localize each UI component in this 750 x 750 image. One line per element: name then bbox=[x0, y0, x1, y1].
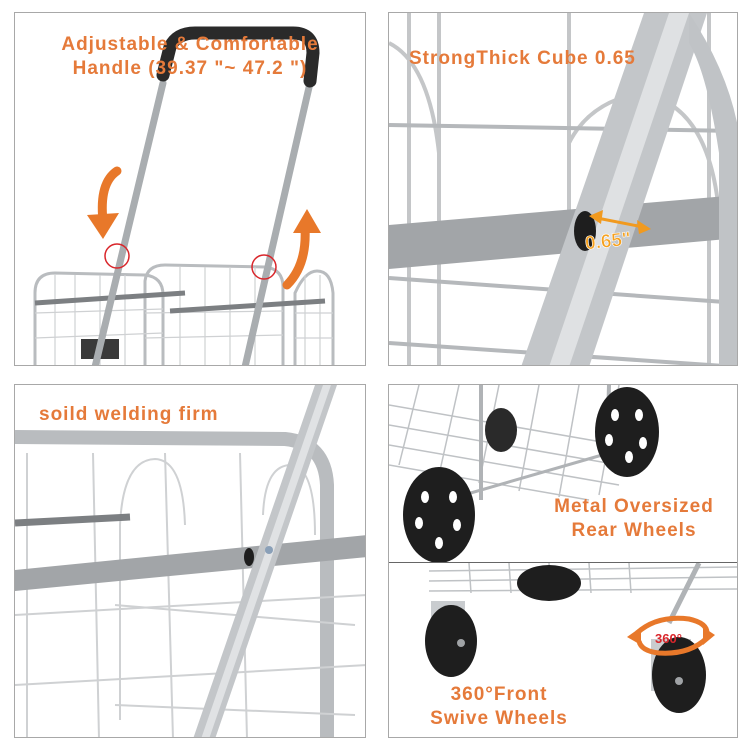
rotate-360-arrow-icon bbox=[627, 615, 715, 656]
caption-line: Swive Wheels bbox=[430, 707, 568, 729]
rotate-up-arrow-icon bbox=[282, 209, 321, 290]
rotation-label: 360° bbox=[655, 631, 682, 646]
subpanel-rear-wheels: Metal Oversized Rear Wheels bbox=[389, 385, 737, 562]
handle-caption: Adjustable & Comfortable Handle (39.37 "… bbox=[15, 33, 365, 81]
welding-illustration bbox=[15, 385, 365, 737]
subpanel-front-wheels: 360° 360°Front Swive Wheels bbox=[389, 563, 737, 737]
panel-strong-tube: 0.65" StrongThick Cube 0.65 bbox=[388, 12, 738, 366]
caption-line: 360°Front bbox=[450, 684, 548, 705]
caption-line: Adjustable & Comfortable bbox=[61, 34, 319, 55]
caption-line: Rear Wheels bbox=[571, 519, 697, 541]
panel-adjustable-handle: Adjustable & Comfortable Handle (39.37 "… bbox=[14, 12, 366, 366]
caption-line: StrongThick Cube 0.65 bbox=[409, 48, 636, 69]
caption-line: soild welding firm bbox=[39, 404, 219, 425]
highlight-circle-icon bbox=[104, 243, 130, 269]
welding-caption: soild welding firm bbox=[39, 403, 219, 427]
measurement-label: 0.65" bbox=[584, 229, 632, 255]
panel-solid-welding: soild welding firm bbox=[14, 384, 366, 738]
subpanel-divider bbox=[389, 562, 737, 563]
front-wheels-caption: 360°Front Swive Wheels bbox=[399, 683, 599, 731]
handle-illustration bbox=[33, 26, 335, 365]
rear-wheels-caption: Metal Oversized Rear Wheels bbox=[529, 495, 737, 543]
caption-line: Handle (39.37 "~ 47.2 ") bbox=[72, 57, 308, 79]
tube-illustration: 0.65" bbox=[389, 13, 737, 365]
caption-line: Metal Oversized bbox=[554, 496, 714, 517]
rear-wheels-illustration bbox=[389, 385, 659, 562]
double-arrow-measure-icon bbox=[589, 210, 651, 234]
highlight-circle-icon bbox=[251, 254, 277, 280]
rotate-down-arrow-icon bbox=[87, 166, 122, 239]
panel-wheels: Metal Oversized Rear Wheels bbox=[388, 384, 738, 738]
tube-caption: StrongThick Cube 0.65 bbox=[409, 47, 636, 71]
front-wheels-illustration: 360° bbox=[425, 563, 737, 713]
